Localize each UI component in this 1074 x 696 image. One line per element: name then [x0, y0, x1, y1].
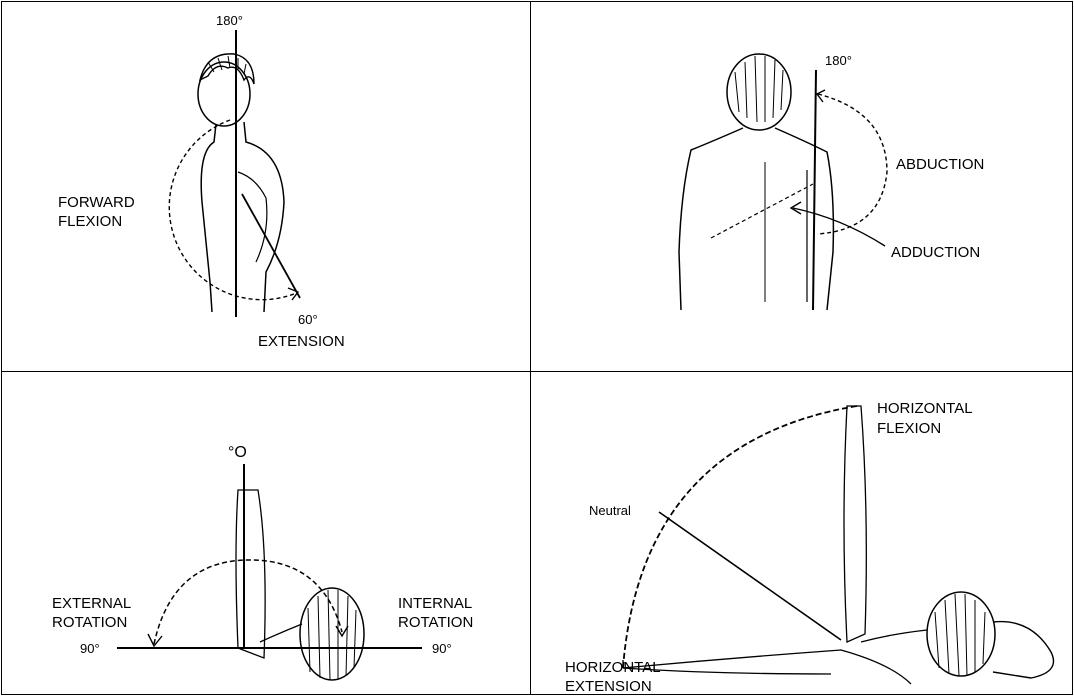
panel-rotation: °O EXTERNAL ROTATION 90° INTERNAL ROTATI…: [1, 371, 531, 695]
flexion-label: FLEXION: [58, 213, 122, 231]
upper-arm-outline: [260, 624, 302, 642]
abduction-arc: [817, 94, 887, 234]
arm-outline: [238, 172, 267, 262]
shoulder-outline: [861, 630, 927, 642]
left-body-outline: [679, 128, 743, 310]
neutral-line: [659, 512, 841, 640]
horizontal-extension-line2: EXTENSION: [565, 678, 652, 696]
adduction-diagonal: [711, 184, 813, 238]
right-body-outline: [775, 128, 833, 310]
rotation-top-angle: °O: [228, 444, 247, 462]
supine-hair: [935, 594, 985, 676]
extension-angle: 60°: [298, 311, 318, 329]
external-label: EXTERNAL: [52, 595, 131, 613]
horizontal-arc: [623, 406, 857, 668]
internal-label: INTERNAL: [398, 595, 472, 613]
back-view-figure: [531, 2, 1074, 373]
torso-front: [201, 124, 216, 312]
panel-forward-flexion: 180° FORWARD FLEXION 60° EXTENSION: [1, 1, 531, 372]
abduction-arrowhead: [817, 90, 825, 102]
head-outline: [198, 62, 250, 126]
horizontal-flexion-line1: HORIZONTAL: [877, 400, 973, 418]
rotation-arc: [154, 560, 342, 644]
right-90-angle: 90°: [432, 640, 452, 658]
neutral-label: Neutral: [589, 502, 631, 520]
forearm-outline: [236, 490, 265, 658]
supine-body: [993, 622, 1054, 678]
extension-label: EXTENSION: [258, 333, 345, 351]
abduction-top-angle: 180°: [825, 52, 852, 70]
internal-rotation-label: ROTATION: [398, 614, 473, 632]
forward-label: FORWARD: [58, 194, 135, 212]
panel-abduction: 180° ABDUCTION ADDUCTION: [530, 1, 1073, 372]
rotation-hair: [308, 590, 356, 680]
horizontal-extension-line1: HORIZONTAL: [565, 659, 661, 677]
abduction-reference-line: [813, 70, 816, 310]
abduction-label: ABDUCTION: [896, 156, 984, 174]
extension-line: [242, 194, 300, 298]
horizontal-figure: [531, 372, 1074, 696]
adduction-label: ADDUCTION: [891, 244, 980, 262]
flexion-top-angle: 180°: [216, 12, 243, 30]
raised-arm-outline: [844, 406, 866, 642]
side-view-figure: [2, 2, 532, 373]
panel-horizontal: HORIZONTAL FLEXION Neutral HORIZONTAL EX…: [530, 371, 1073, 695]
external-rotation-label: ROTATION: [52, 614, 127, 632]
torso-back: [244, 122, 284, 312]
flexion-arc: [169, 120, 294, 300]
supine-head: [927, 592, 995, 676]
extended-arm-outline: [623, 650, 911, 684]
hair-back: [735, 56, 783, 122]
left-90-angle: 90°: [80, 640, 100, 658]
horizontal-flexion-line2: FLEXION: [877, 420, 941, 438]
